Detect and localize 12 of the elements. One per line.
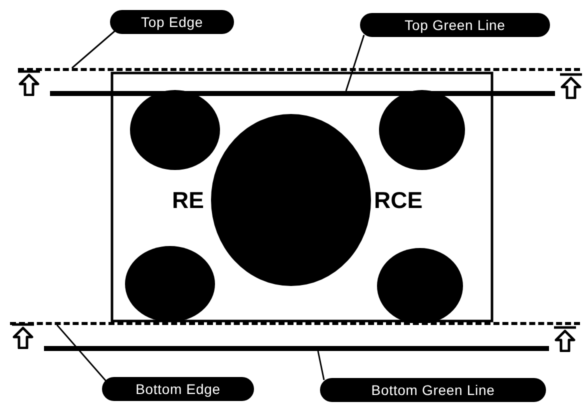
callout-label: Top Green Line — [360, 13, 550, 37]
leader-line — [345, 34, 365, 92]
dashed-line — [18, 68, 580, 71]
callout-label: Top Edge — [110, 10, 234, 34]
dashed-line — [10, 322, 580, 325]
leader-line — [317, 350, 325, 380]
callout-label: Bottom Green Line — [320, 378, 546, 402]
chart-text: RE — [172, 189, 204, 212]
chart-text: RCE — [374, 189, 423, 212]
leader-line — [72, 29, 116, 69]
callout-label: Bottom Edge — [102, 377, 254, 401]
leader-line — [56, 324, 107, 382]
